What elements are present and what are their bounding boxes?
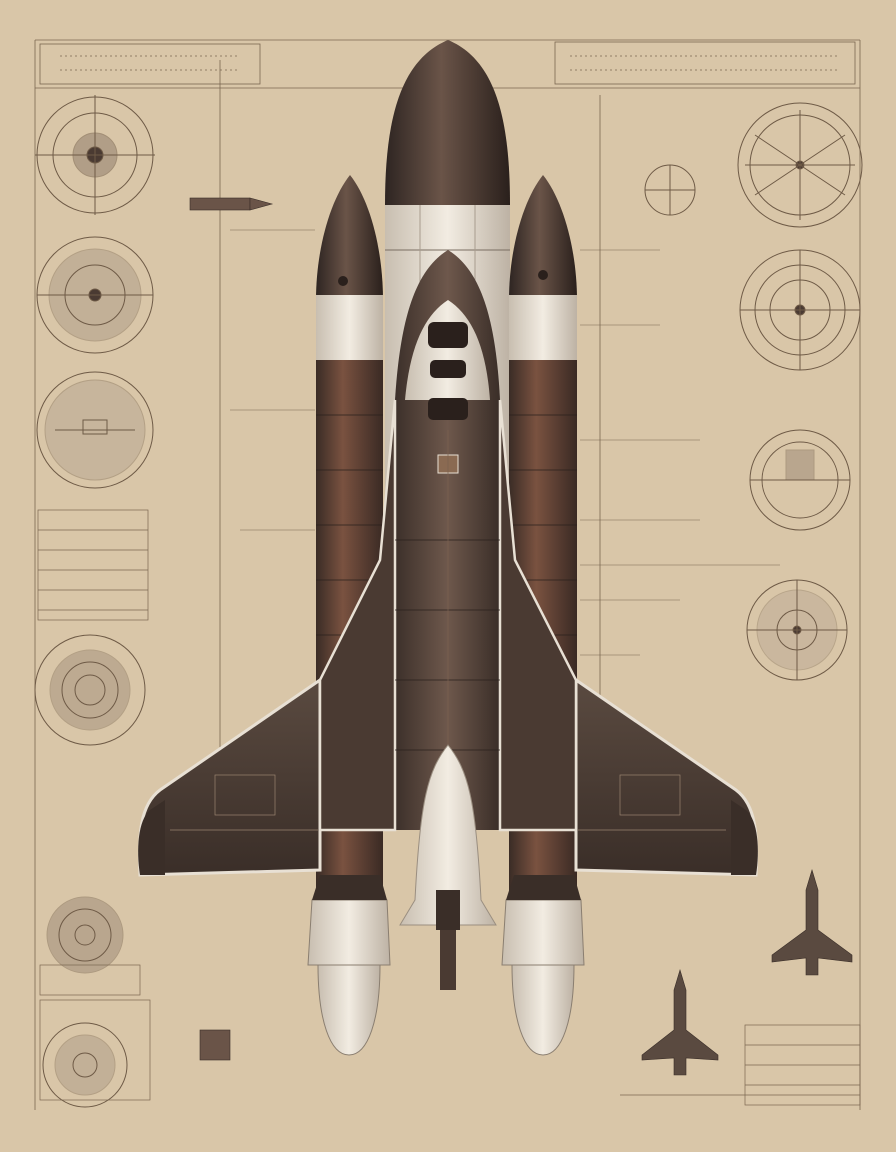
circle-schematic-3 bbox=[36, 371, 154, 489]
left-spec-tables bbox=[37, 509, 151, 1101]
drawing-frame bbox=[34, 39, 861, 1110]
orbiter-tail bbox=[399, 744, 497, 990]
circle-schematic-r4 bbox=[746, 579, 848, 681]
annotation-leaders bbox=[230, 229, 780, 656]
circle-schematic-4 bbox=[34, 634, 146, 746]
circle-schematic-2 bbox=[36, 236, 154, 354]
booster-nozzles bbox=[307, 875, 585, 1056]
left-circle-diagrams bbox=[34, 95, 155, 1108]
small-dial bbox=[644, 164, 696, 216]
mini-shuttle-right bbox=[771, 868, 853, 976]
mini-shuttle-bottom bbox=[641, 968, 719, 1076]
circle-schematic-5 bbox=[46, 896, 124, 974]
bottom-right-table bbox=[620, 1024, 861, 1106]
orbiter-body bbox=[318, 250, 578, 832]
circle-schematic-r2 bbox=[739, 249, 861, 371]
shuttle-stack bbox=[137, 40, 759, 1056]
circle-schematic-6 bbox=[42, 1022, 128, 1108]
orbiter-wings bbox=[137, 677, 759, 877]
mini-probe-left bbox=[189, 197, 274, 1061]
circle-schematic-r1 bbox=[737, 102, 863, 228]
circle-schematic-1 bbox=[35, 95, 155, 215]
circle-schematic-r3 bbox=[749, 429, 851, 531]
right-circle-diagrams bbox=[644, 102, 863, 681]
